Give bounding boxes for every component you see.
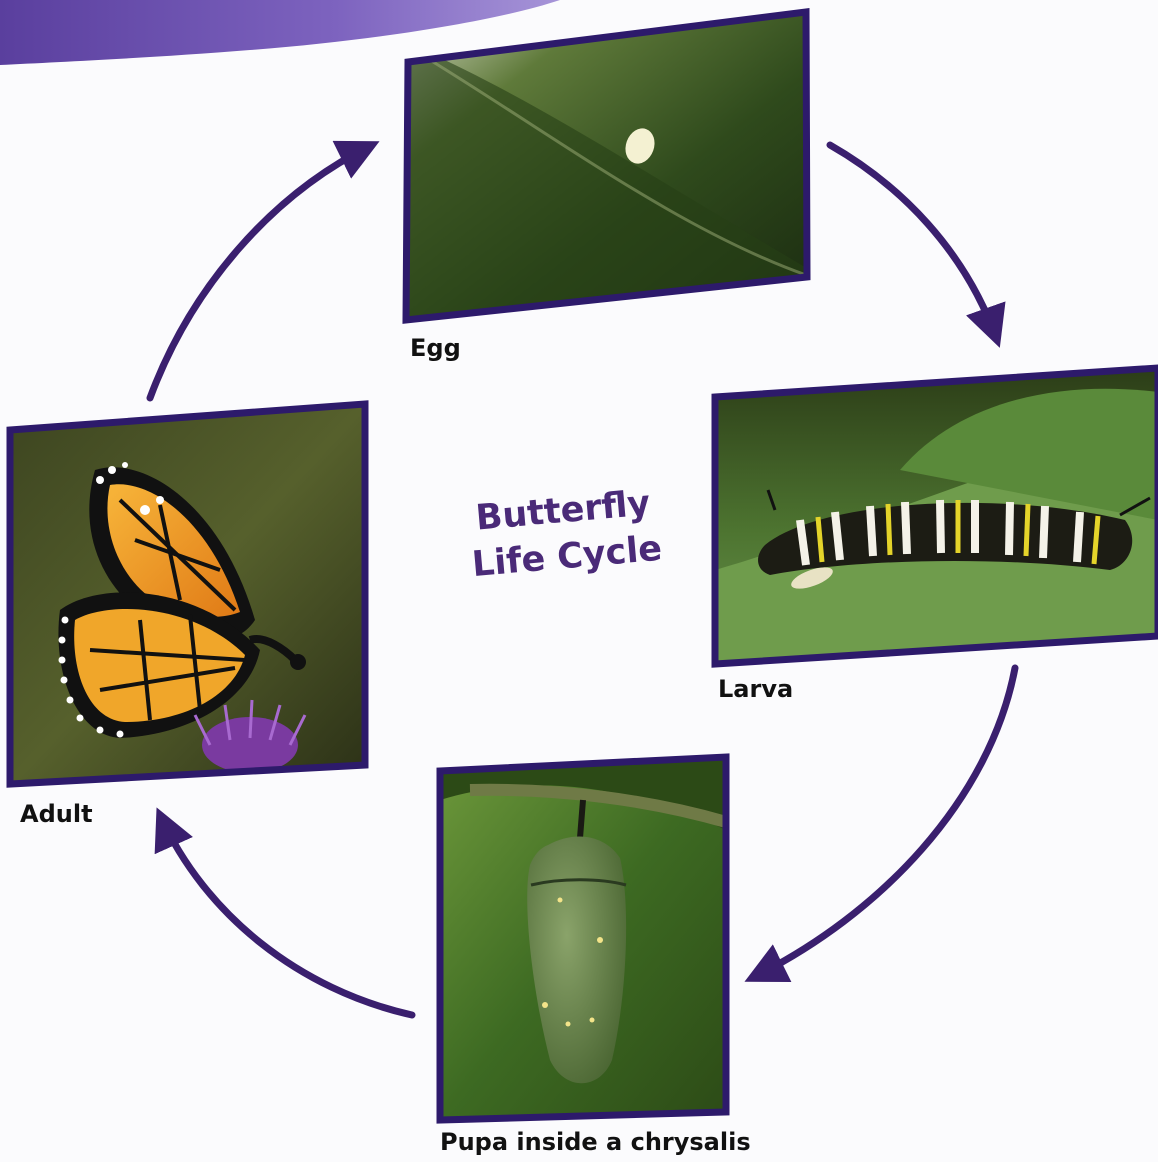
arrow-adult-to-egg [150,145,372,398]
larva-label: Larva [718,675,793,703]
arrow-larva-to-pupa [752,668,1015,978]
arrow-pupa-to-adult [160,815,412,1015]
egg-label: Egg [410,334,461,362]
egg-photo [400,10,810,330]
adult-photo [5,400,370,790]
pupa-label: Pupa inside a chrysalis [440,1128,751,1156]
diagram-title: Butterfly Life Cycle [451,479,678,590]
larva-photo [710,360,1158,670]
pupa-photo [436,750,731,1125]
arrow-egg-to-larva [830,145,997,340]
adult-label: Adult [20,800,93,828]
